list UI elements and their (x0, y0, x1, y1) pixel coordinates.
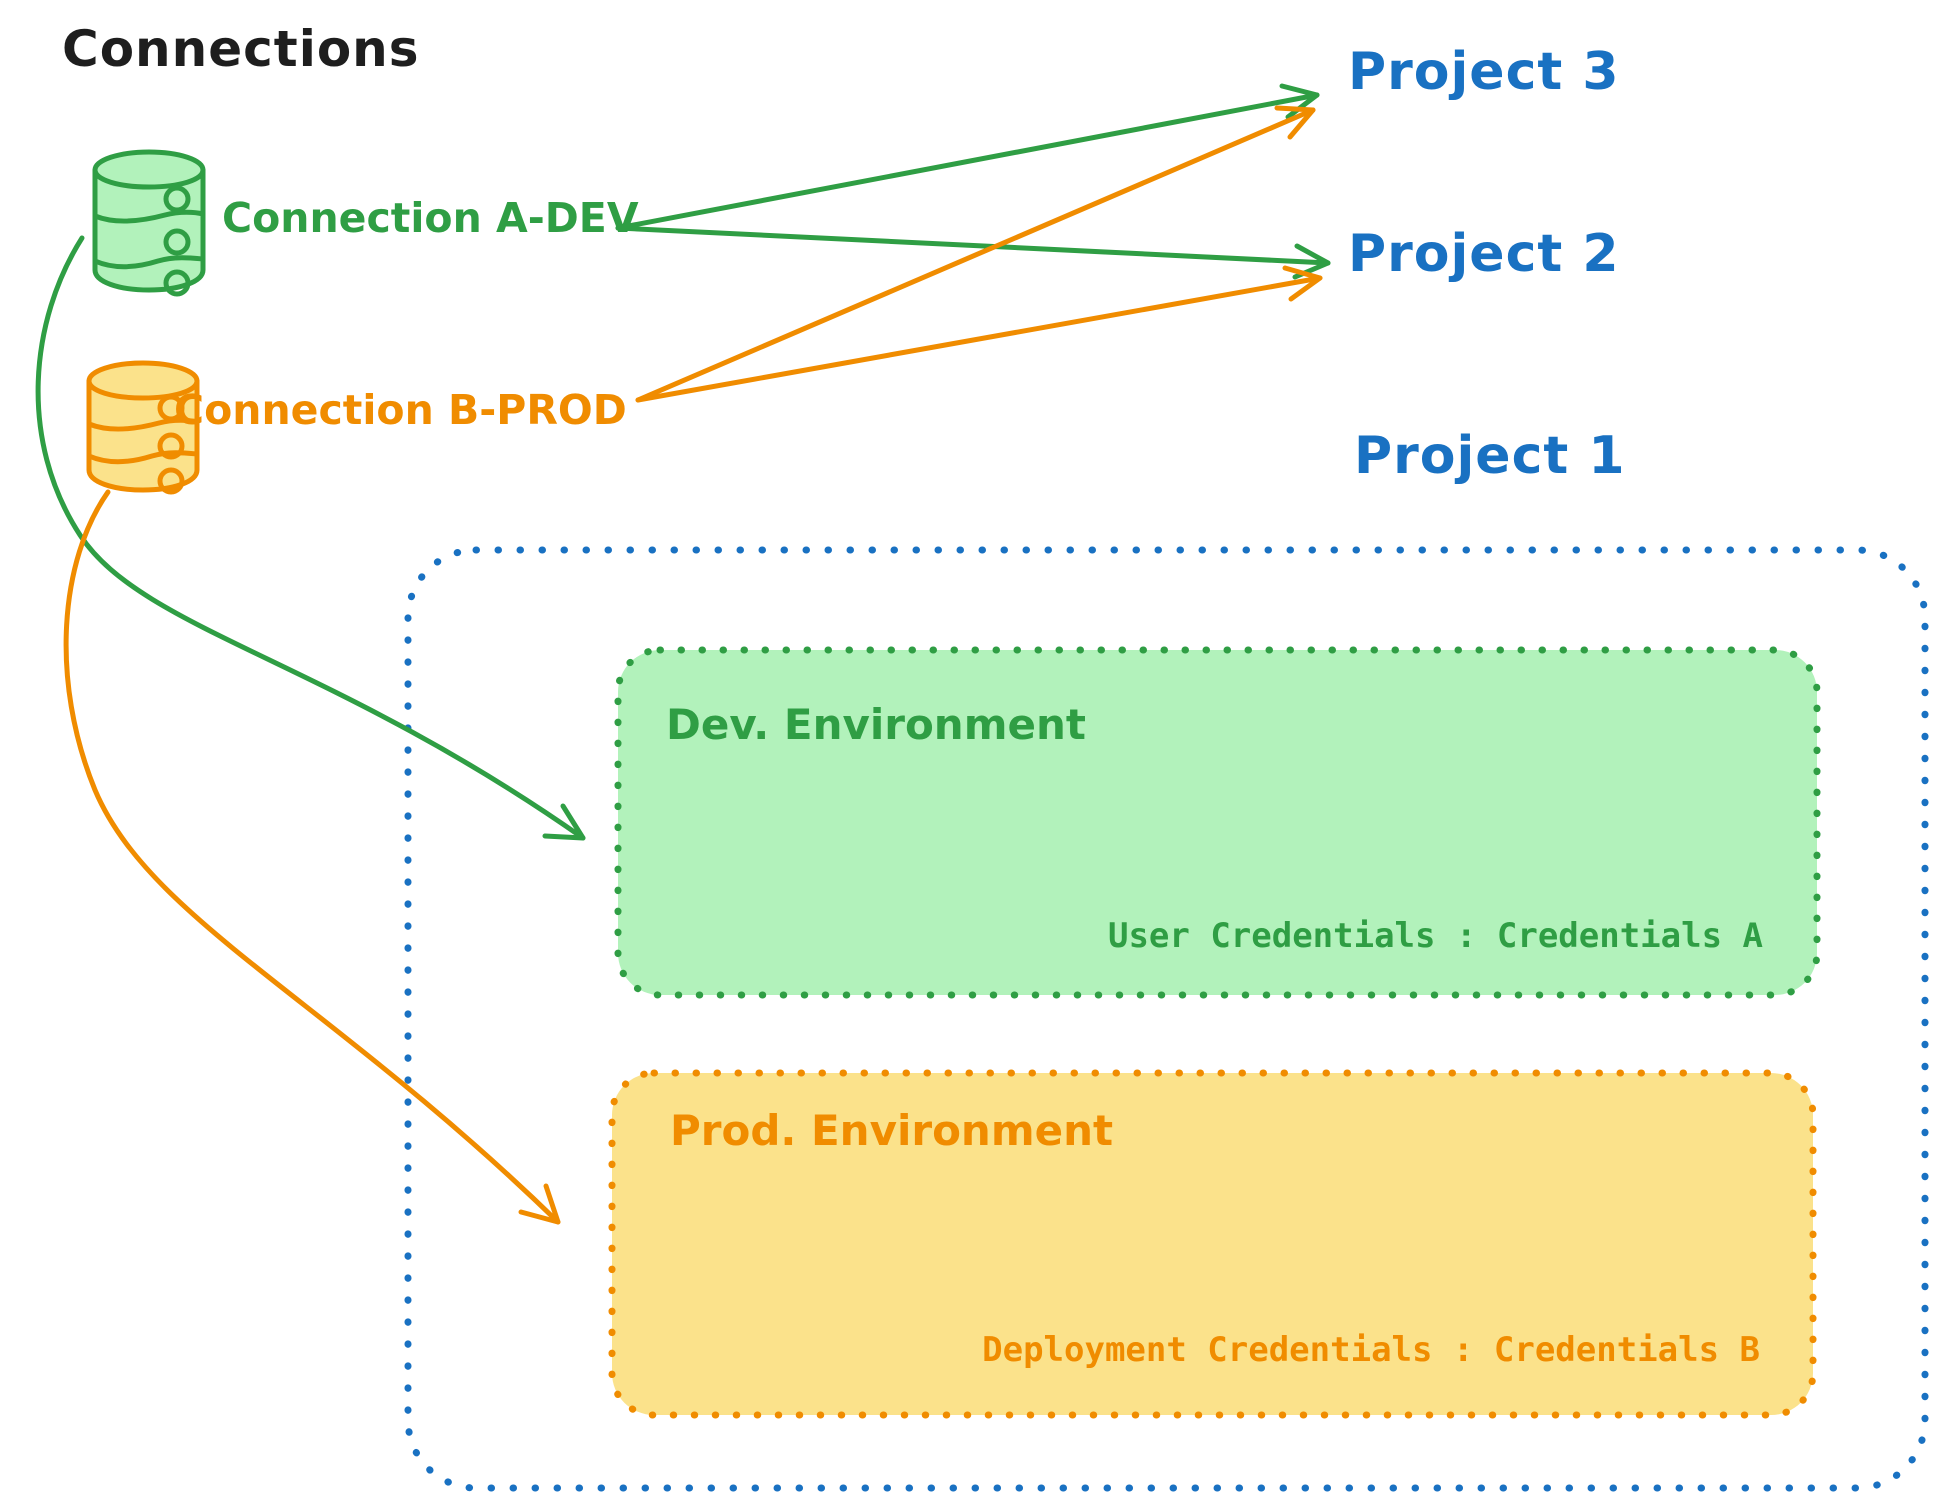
arrow-adev-to-projects (615, 83, 1331, 280)
project-2-label: Project 2 (1348, 224, 1620, 284)
project-3-label: Project 3 (1348, 42, 1620, 102)
dev-environment-box (614, 646, 1821, 999)
database-icon (86, 360, 200, 495)
arrow-adev-to-dev-environment (35, 235, 586, 841)
arrow-bprod-to-prod-environment (63, 489, 561, 1225)
database-icon (92, 149, 206, 297)
prod-environment-credentials: Deployment Credentials : Credentials B (982, 1330, 1760, 1370)
dev-environment-title: Dev. Environment (666, 700, 1086, 749)
prod-environment-title: Prod. Environment (670, 1106, 1114, 1155)
prod-environment-box (608, 1069, 1817, 1419)
arrow-bprod-to-projects (635, 105, 1323, 403)
dev-environment-credentials: User Credentials : Credentials A (1107, 916, 1763, 956)
project1-box (404, 546, 1929, 1492)
connection-a-dev-label: Connection A-DEV (222, 194, 639, 242)
project-1-label: Project 1 (1354, 426, 1626, 486)
diagram-title: Connections (62, 20, 420, 78)
connection-b-prod-label: Connection B-PROD (174, 386, 627, 434)
